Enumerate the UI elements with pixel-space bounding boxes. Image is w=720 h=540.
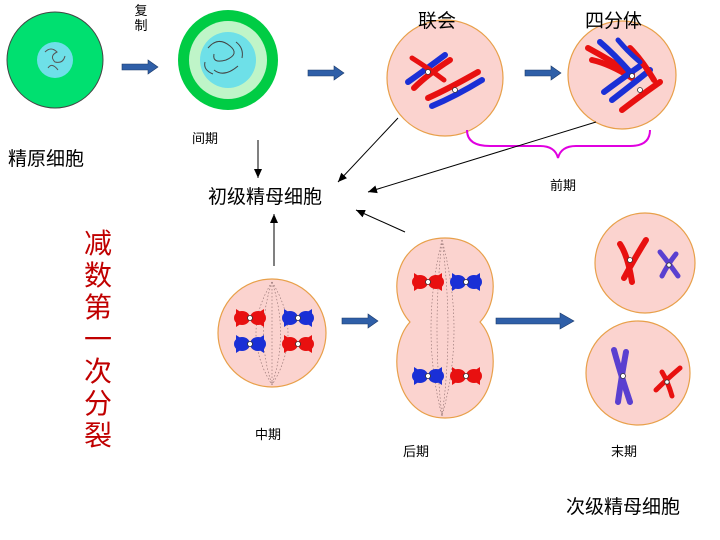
metaphase-cell <box>217 278 327 388</box>
arrow-5 <box>495 312 575 330</box>
tetrad-cell <box>567 20 677 130</box>
label-spermatogonium: 精原细胞 <box>8 148 85 170</box>
label-interphase: 间期 <box>192 132 219 147</box>
spermatogonium-cell <box>6 11 104 109</box>
title-meiosis-one: 减数第一次分裂 <box>83 227 112 452</box>
label-anaphase: 后期 <box>403 445 430 460</box>
label-prophase: 前期 <box>550 179 577 194</box>
arrow-2 <box>307 65 345 81</box>
pointer-arrows <box>254 117 597 266</box>
telophase-cell-bottom <box>585 320 691 426</box>
label-metaphase: 中期 <box>255 428 282 443</box>
anaphase-cell <box>396 237 494 419</box>
label-primary-spermatocyte: 初级精母细胞 <box>208 186 323 208</box>
label-replication: 复 制 <box>134 4 148 34</box>
label-secondary-spermatocyte: 次级精母细胞 <box>566 496 681 518</box>
prophase-bracket <box>466 129 651 159</box>
label-tetrad: 四分体 <box>585 10 643 32</box>
synapsis-cell <box>386 19 504 137</box>
arrow-3 <box>524 65 562 81</box>
arrow-4 <box>341 313 379 329</box>
arrow-1 <box>121 59 159 75</box>
label-synapsis: 联会 <box>418 10 457 32</box>
telophase-cell-top <box>594 212 696 314</box>
interphase-cell <box>178 10 278 110</box>
label-telophase: 末期 <box>611 445 638 460</box>
